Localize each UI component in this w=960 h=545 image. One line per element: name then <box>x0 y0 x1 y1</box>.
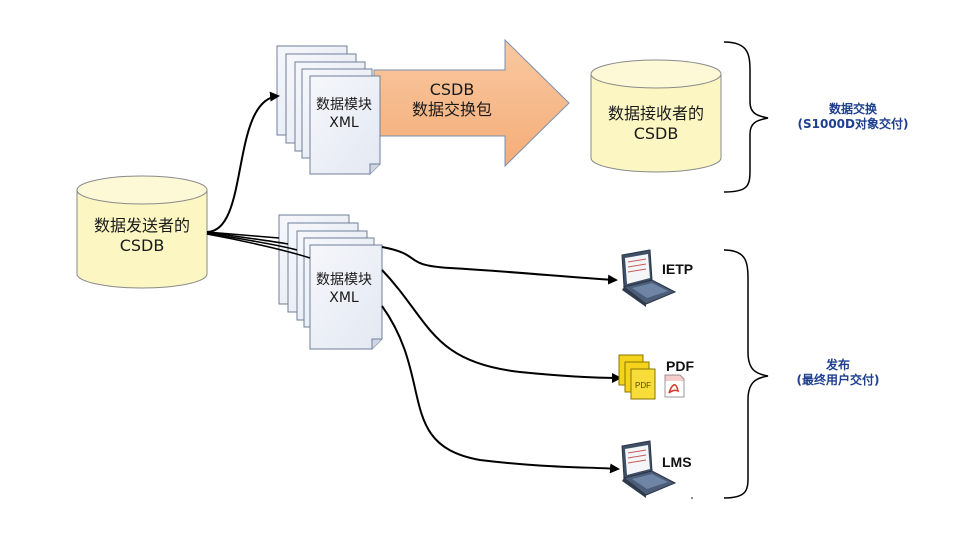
publish-group-label: 发布 (最终用户交付) <box>778 358 898 388</box>
receiver-db-line2: CSDB <box>633 124 679 143</box>
exchange-arrow <box>373 38 570 168</box>
exchange-group-line2: (S1000D对象交付) <box>797 117 909 131</box>
exchange-package-line2: 数据交换包 <box>411 100 492 119</box>
publish-group-line1: 发布 <box>825 358 850 372</box>
publish-brace <box>723 249 769 499</box>
acrobat-icon <box>664 374 685 398</box>
receiver-db-line1: 数据接收者的 <box>607 104 704 123</box>
exchange-brace <box>723 41 769 193</box>
module-bottom-line2: XML <box>329 289 359 306</box>
module-stack-top-label: 数据模块 XML <box>308 97 380 132</box>
sender-db-line1: 数据发送者的 <box>93 216 190 235</box>
connector-sender-to-bottom-3 <box>206 232 298 251</box>
module-stack-bottom-label: 数据模块 XML <box>308 272 380 307</box>
connector-sender-to-bottom-2 <box>206 231 289 245</box>
connector-to-ietp <box>381 246 618 285</box>
lms-label: LMS <box>662 454 692 470</box>
sender-db-line2: CSDB <box>119 236 165 255</box>
receiver-db-label: 数据接收者的 CSDB <box>591 104 721 144</box>
lms-laptop-icon <box>621 440 677 498</box>
module-top-line1: 数据模块 <box>316 97 372 113</box>
module-stack-bottom <box>278 214 383 350</box>
connector-to-pdf <box>381 269 622 383</box>
pdf-badge-text: PDF <box>635 381 651 390</box>
sender-db-label: 数据发送者的 CSDB <box>77 216 207 256</box>
ietp-label: IETP <box>662 261 694 277</box>
stray-dot <box>691 497 693 499</box>
module-top-line2: XML <box>329 114 359 131</box>
ietp-laptop-icon <box>621 249 677 307</box>
exchange-package-line1: CSDB <box>429 80 475 99</box>
module-bottom-line1: 数据模块 <box>316 272 372 288</box>
sender-cylinder <box>76 175 208 289</box>
module-stack-top <box>276 45 381 175</box>
exchange-group-line1: 数据交换 <box>828 102 877 116</box>
exchange-package-label: CSDB 数据交换包 <box>392 80 512 120</box>
pdf-document-icon: PDF <box>618 354 656 400</box>
connector-sender-to-top <box>206 91 280 233</box>
connector-to-lms <box>381 305 620 474</box>
pdf-label: PDF <box>666 358 694 374</box>
receiver-cylinder <box>590 59 722 173</box>
publish-group-line2: (最终用户交付) <box>796 373 880 387</box>
connector-sender-to-bottom-4 <box>206 233 311 259</box>
exchange-group-label: 数据交换 (S1000D对象交付) <box>778 102 928 132</box>
